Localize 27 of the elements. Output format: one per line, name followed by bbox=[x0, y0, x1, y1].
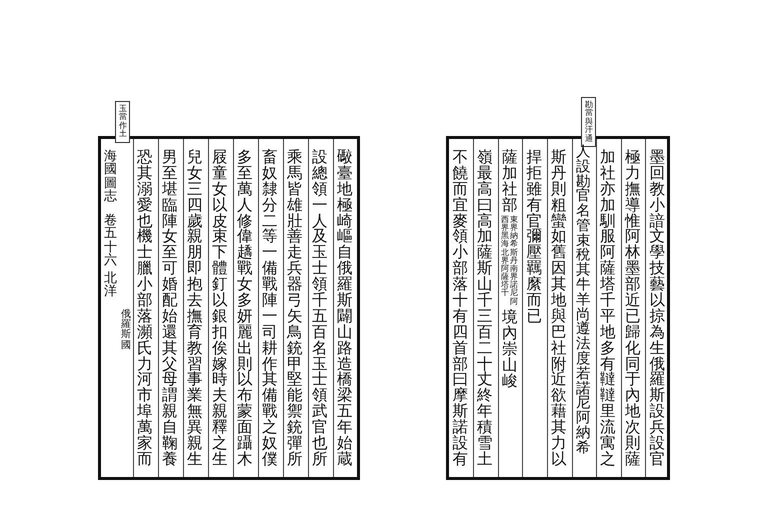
text-column: 斯丹則粗蠻如舊因其地與巴社附近欲藉其力以 bbox=[551, 150, 567, 468]
fold-heading: 卷五十六 bbox=[104, 214, 117, 267]
fold-heading: 北洋 bbox=[104, 272, 117, 298]
text-column: 屐童女以皮束下體釘以銀扣俟嫁時夫親釋之生 bbox=[212, 150, 228, 468]
margin-note: 玉當作土 bbox=[115, 101, 130, 143]
text-column: 境內崇山峻 bbox=[502, 310, 518, 390]
text-column: 設總領一人及玉士領千五百名玉士領武官也所 bbox=[312, 150, 328, 468]
text-column: 薩加社部 bbox=[502, 150, 518, 214]
annotation-text: 西界黑海北界阿薩塔千 bbox=[500, 216, 509, 298]
text-column: 多至萬人修偉趫戰女多妍麗出則以布蒙面躡木 bbox=[237, 150, 253, 468]
text-column: 畜奴隸分二等一備戰陣一司耕作其備戰之奴僕 bbox=[262, 150, 278, 468]
text-column: 捍拒雖有官彌壓羈縻而已 bbox=[526, 150, 542, 325]
text-column: 人設勘官名管束稅其牛羊尚遵法度若諾尼阿納希 bbox=[576, 145, 591, 456]
text-column: 恐其溺愛也機士臘小部落瀕氏力河市埠萬家而 bbox=[137, 150, 153, 468]
text-column: 兒女三四歲親朋即抱去撫育教習事業無異親生 bbox=[187, 150, 203, 468]
fold-heading: 海國圖志 bbox=[104, 150, 117, 203]
text-column: 加社亦加馴服阿薩塔千平地多有韃韃里流寓之 bbox=[600, 150, 616, 468]
text-column: 墨回教小諳文學技藝以掠為生俄羅斯設兵設官 bbox=[649, 150, 665, 468]
annotation-text: 東界納希斯丹南界諾尼阿 bbox=[510, 216, 518, 306]
text-column: 嶺最高曰高加薩斯山千三百二十丈終年積雪土 bbox=[477, 150, 493, 468]
text-column: 極力撫導惟阿林墨部近已歸化同于內地次則薩 bbox=[624, 150, 640, 468]
text-column: 不饒而宜麥領小部落十有四首部曰摩斯諾設有 bbox=[452, 150, 468, 468]
text-column: 男至堪臨陣女至可婚配始還其父母謂親自鞠養 bbox=[162, 150, 178, 468]
fold-heading: 俄羅斯國 bbox=[121, 310, 131, 351]
text-column: 乘馬皆雄壯善走兵器弓矢鳥銃甲堅能禦銃彈所 bbox=[287, 150, 303, 468]
margin-note: 勘當與汗通 bbox=[581, 97, 596, 147]
text-column: 礮臺地極崎嶇自俄羅斯闢山路造橋梁五年始蔵 bbox=[337, 150, 353, 468]
